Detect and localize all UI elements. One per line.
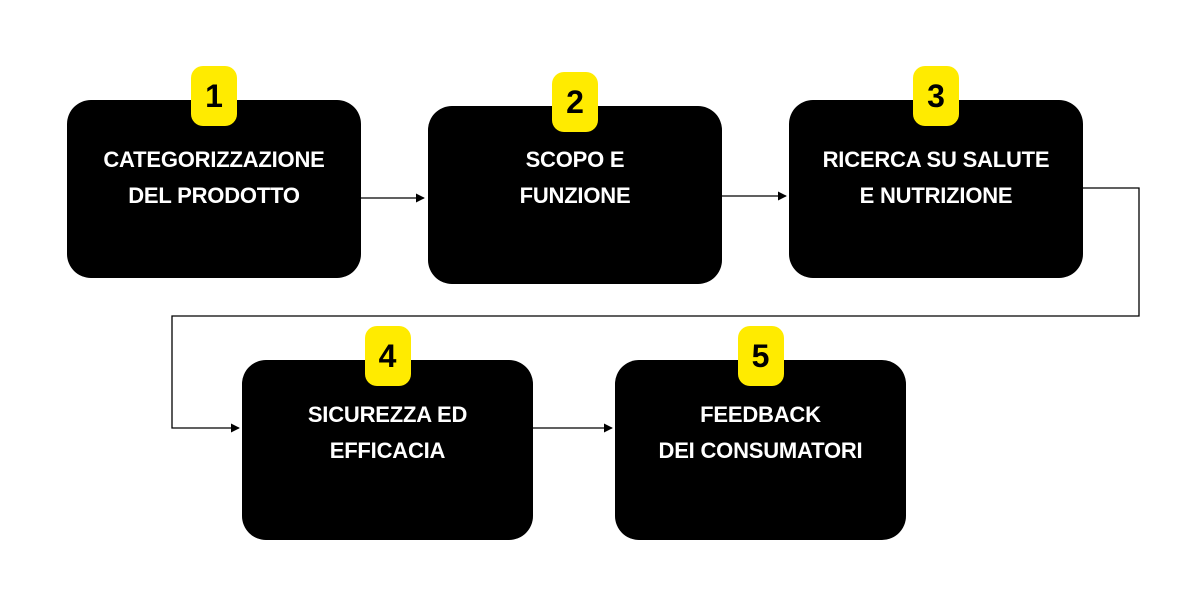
step-3-box: 3 RICERCA SU SALUTE E NUTRIZIONE xyxy=(789,66,1083,278)
step-label: CATEGORIZZAZIONE DEL PRODOTTO xyxy=(103,147,325,208)
step-label: SCOPO E FUNZIONE xyxy=(519,147,631,208)
step-number-badge: 1 xyxy=(191,66,237,126)
step-5-box: 5 FEEDBACK DEI CONSUMATORI xyxy=(615,326,906,540)
step-label: FEEDBACK DEI CONSUMATORI xyxy=(658,402,863,463)
step-number-badge: 5 xyxy=(737,326,784,386)
step-2-box: 2 SCOPO E FUNZIONE xyxy=(428,72,722,284)
step-number-badge: 2 xyxy=(552,72,598,132)
step-label: SICUREZZA ED EFFICACIA xyxy=(307,402,468,463)
step-label: RICERCA SU SALUTE E NUTRIZIONE xyxy=(822,147,1050,208)
step-1-box: 1 CATEGORIZZAZIONE DEL PRODOTTO xyxy=(67,66,361,278)
step-number-badge: 3 xyxy=(913,66,959,126)
step-4-box: 4 SICUREZZA ED EFFICACIA xyxy=(242,326,533,540)
arrow-3-to-4 xyxy=(171,187,1140,433)
step-number-badge: 4 xyxy=(364,326,411,386)
